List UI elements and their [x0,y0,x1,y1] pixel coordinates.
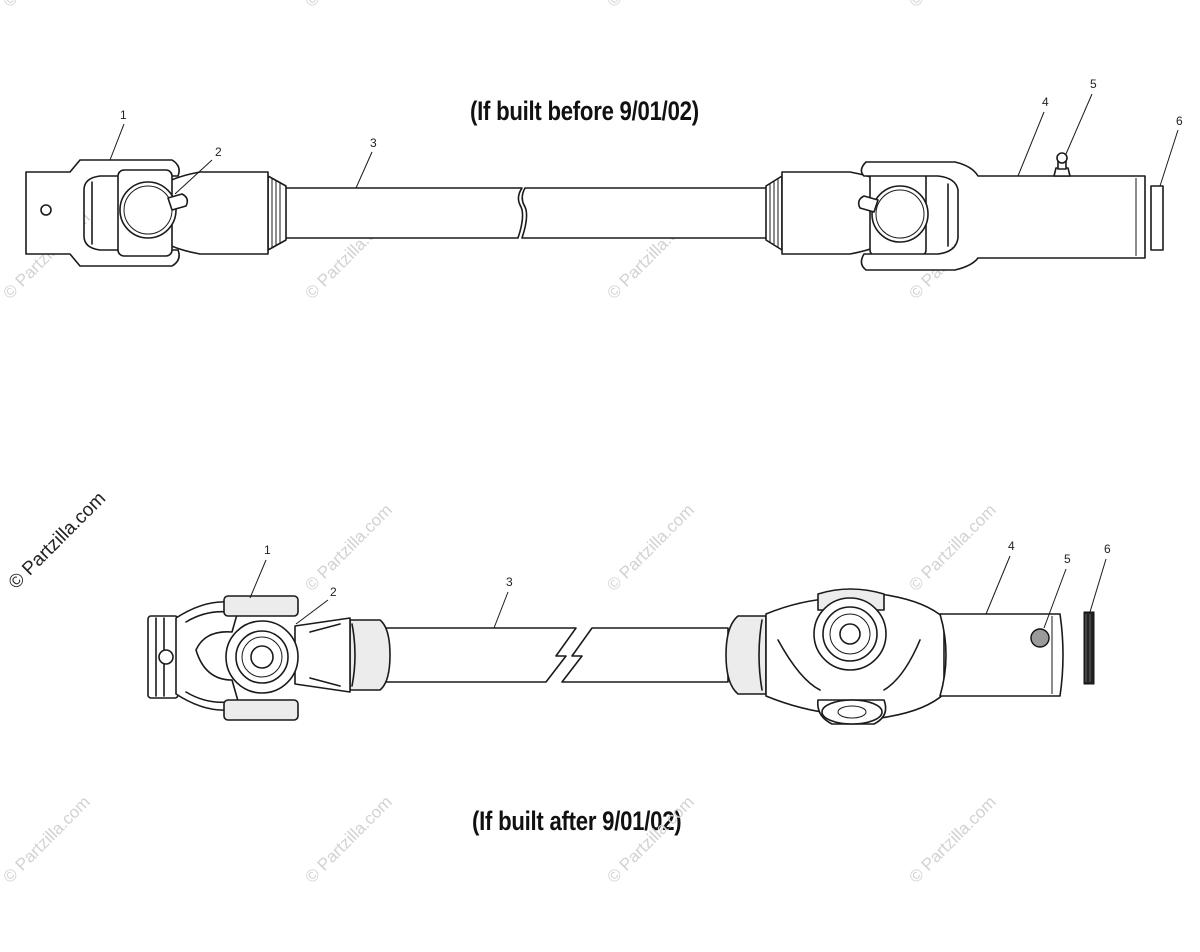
lower-end-ring [1083,611,1095,685]
upper-callout-3: 3 [370,136,377,150]
lower-assembly-title: (If built after 9/01/02) [472,806,682,836]
upper-left-collar [267,175,287,251]
watermark-text: © Partzilla.com [603,500,697,594]
lower-callouts: 1 2 3 4 5 6 [249,539,1111,629]
lower-callout-2: 2 [330,585,337,599]
watermark-grid: © Partzilla.com © Partzilla.com © Partzi… [0,0,1000,887]
watermark-text: © Partzilla.com [0,0,94,11]
lower-grease-fitting [1030,628,1050,648]
upper-assembly-title: (If built before 9/01/02) [470,96,699,126]
lower-callout-3: 3 [506,575,513,589]
lower-callout-4: 4 [1008,539,1015,553]
watermark-text: © Partzilla.com [301,0,395,11]
upper-drive-shaft [25,152,1164,271]
watermark-text: © Partzilla.com [603,0,697,11]
watermark-text: © Partzilla.com [603,792,697,886]
lower-shaft-tube-left [385,627,577,683]
upper-callout-6: 6 [1176,114,1183,128]
lower-right-collar [725,615,767,695]
lower-shaft-tube-right [561,627,729,683]
lower-drive-shaft [147,588,1095,725]
lower-left-cross-bearing [223,595,299,721]
upper-right-cross-bearing [857,169,929,257]
upper-right-collar [765,175,783,251]
watermark-text: © Partzilla.com [301,500,395,594]
side-watermark: © Partzilla.com [5,488,110,593]
watermark-text: © Partzilla.com [905,500,999,594]
lower-callout-5: 5 [1064,552,1071,566]
upper-shaft-tube-right [521,187,769,239]
upper-callout-2: 2 [215,145,222,159]
upper-callout-4: 4 [1042,95,1049,109]
watermark-text: © Partzilla.com [905,792,999,886]
lower-callout-6: 6 [1104,542,1111,556]
upper-left-cross-bearing [117,169,189,257]
upper-callout-5: 5 [1090,77,1097,91]
upper-grease-fitting [1053,152,1071,177]
upper-right-slip-yoke [860,161,1146,271]
upper-end-ring [1150,185,1164,251]
watermark-text: © Partzilla.com [905,0,999,11]
lower-callout-1: 1 [264,543,271,557]
upper-shaft-tube-left [284,187,524,239]
lower-left-collar [349,619,391,691]
upper-callout-1: 1 [120,108,127,122]
watermark-text: © Partzilla.com [301,792,395,886]
watermark-text: © Partzilla.com [0,792,94,886]
upper-callouts: 1 2 3 4 5 6 [109,77,1183,195]
upper-left-end-yoke [25,159,180,267]
lower-right-cross-bearing [765,588,945,725]
lower-left-end-yoke [147,601,241,711]
